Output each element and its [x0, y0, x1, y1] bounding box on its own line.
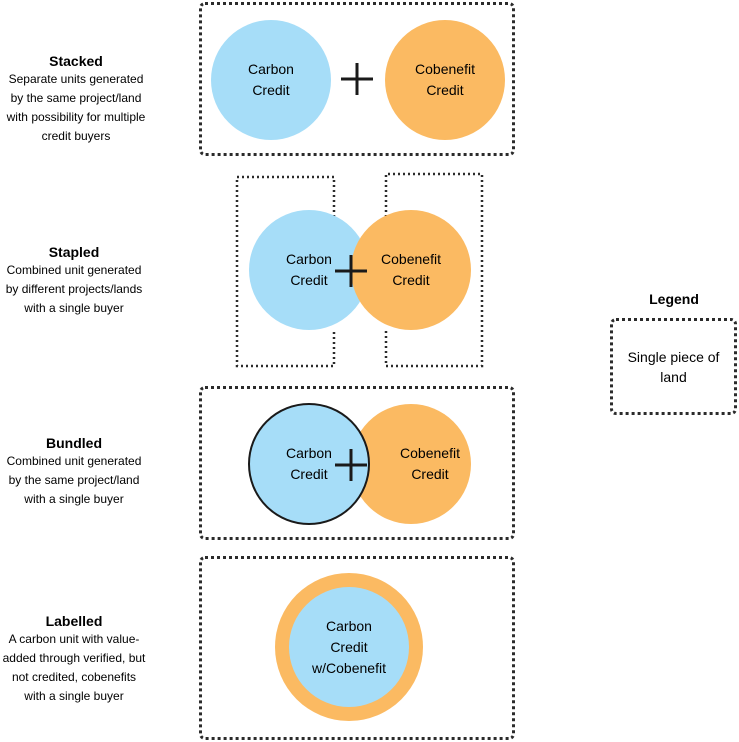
legend-title: Legend — [649, 291, 699, 307]
row-description: A carbon unit with value- added through … — [2, 632, 146, 703]
carbon-credit-inner-circle: Carbon Credit w/Cobenefit — [289, 587, 409, 707]
row-stacked-description: Stacked Separate units generated by the … — [0, 52, 152, 146]
circle-label: Cobenefit Credit — [400, 445, 460, 482]
land-boundary-box — [199, 2, 515, 156]
legend-land-box: Single piece of land — [610, 318, 737, 415]
circle-label: Carbon Credit — [248, 61, 294, 98]
row-title: Bundled — [46, 435, 102, 451]
plus-icon — [335, 255, 367, 287]
row-title: Stacked — [49, 53, 103, 69]
row-labelled-description: Labelled A carbon unit with value- added… — [0, 612, 148, 706]
cobenefit-credit-circle: Cobenefit Credit — [385, 20, 505, 140]
row-description: Combined unit generated by the same proj… — [6, 454, 142, 506]
land-boundary-right — [384, 172, 484, 368]
cobenefit-credit-circle: Cobenefit Credit — [351, 210, 471, 330]
circle-label: Cobenefit Credit — [381, 251, 441, 288]
plus-icon — [341, 63, 373, 95]
plus-icon — [335, 449, 367, 481]
circle-label: Carbon Credit w/Cobenefit — [312, 617, 386, 676]
cobenefit-ring-circle: Carbon Credit w/Cobenefit — [275, 573, 423, 721]
land-boundary-box — [199, 556, 515, 740]
land-boundary-left — [235, 175, 336, 368]
circle-label: Carbon Credit — [286, 251, 332, 288]
circle-label: Carbon Credit — [286, 445, 332, 482]
row-title: Labelled — [45, 613, 103, 629]
row-description: Separate units generated by the same pro… — [6, 72, 146, 143]
row-title: Stapled — [48, 244, 100, 260]
circle-label: Cobenefit Credit — [415, 61, 475, 98]
land-boundary-box — [199, 386, 515, 540]
legend-item-label: Single piece of land — [627, 348, 720, 385]
row-bundled-description: Bundled Combined unit generated by the s… — [0, 434, 148, 509]
carbon-credit-circle: Carbon Credit — [211, 20, 331, 140]
row-description: Combined unit generated by different pro… — [5, 263, 143, 315]
cobenefit-credit-circle: Cobenefit Credit — [351, 404, 471, 524]
row-stapled-description: Stapled Combined unit generated by diffe… — [0, 243, 148, 318]
